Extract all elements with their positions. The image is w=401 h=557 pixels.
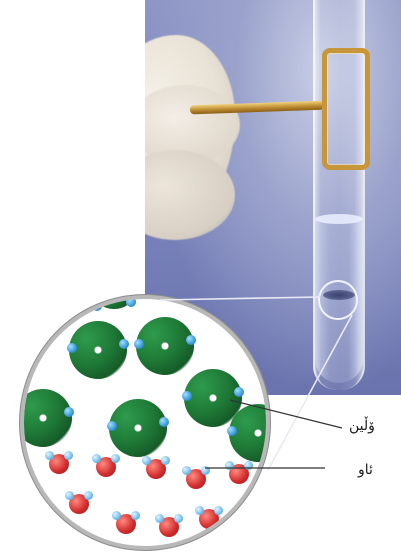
water-molecule [229, 464, 249, 484]
green-molecule [109, 399, 167, 457]
tube-holder-clamp [322, 48, 370, 170]
water-molecule [116, 514, 136, 534]
water-molecule [96, 457, 116, 477]
green-molecule [94, 295, 134, 309]
water-molecule [69, 494, 89, 514]
organic-layer-label: ۆڵین [349, 418, 375, 434]
water-molecule [186, 469, 206, 489]
liquid-meniscus [315, 214, 363, 224]
green-molecule [69, 321, 127, 379]
water-molecule [34, 509, 54, 529]
magnified-molecule-view [20, 295, 270, 550]
water-molecule [49, 454, 69, 474]
zoom-highlight-ring [318, 280, 358, 320]
water-molecule [199, 509, 219, 529]
green-molecule [20, 389, 72, 447]
green-molecule [136, 317, 194, 375]
water-layer-label: ئاو [358, 462, 373, 478]
water-molecule [159, 517, 179, 537]
water-molecule [146, 459, 166, 479]
